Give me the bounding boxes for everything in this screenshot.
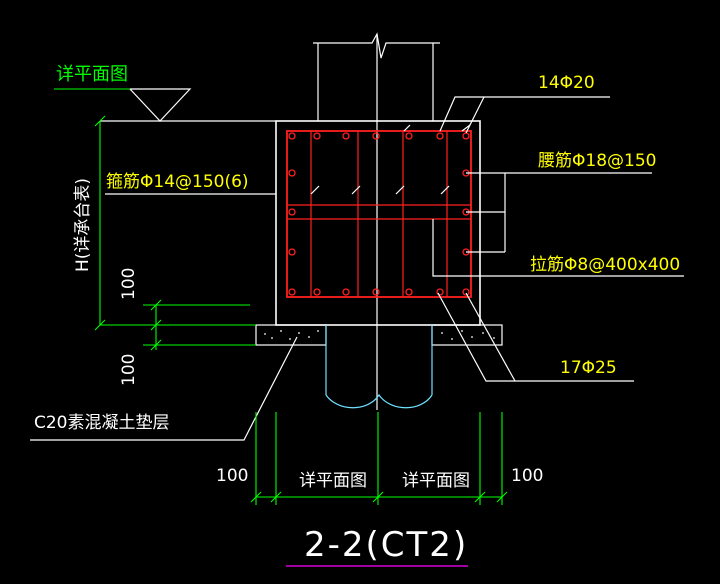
dimension-lines <box>94 115 508 505</box>
dim-left-1: 100 <box>119 268 139 300</box>
dim-left-2: 100 <box>119 354 139 386</box>
callout-cushion: C20素混凝土垫层 <box>34 413 170 433</box>
elevation-marker <box>54 88 192 122</box>
callout-side-bars: 腰筋Φ18@150 <box>538 151 656 171</box>
callout-stirrup: 箍筋Φ14@150(6) <box>106 172 249 192</box>
dim-bottom-left: 100 <box>216 466 248 486</box>
callout-tie-bars: 拉筋Φ8@400x400 <box>530 255 680 275</box>
callout-top-bars: 14Φ20 <box>538 73 595 93</box>
elevation-label: 详平面图 <box>56 64 128 85</box>
dim-bottom-right: 100 <box>511 466 543 486</box>
column-stub <box>313 32 440 410</box>
callout-bottom-bars: 17Φ25 <box>560 358 617 378</box>
height-label: H(详承台表) <box>73 178 93 272</box>
pile-cap-outline <box>100 120 481 326</box>
drawing-title: 2-2(CT2) <box>304 525 468 565</box>
pile <box>325 325 433 409</box>
dim-bottom-mid-right: 详平面图 <box>402 471 470 491</box>
leader-lines <box>30 96 684 441</box>
dim-bottom-mid-left: 详平面图 <box>299 471 367 491</box>
rebar-cage <box>286 124 472 298</box>
